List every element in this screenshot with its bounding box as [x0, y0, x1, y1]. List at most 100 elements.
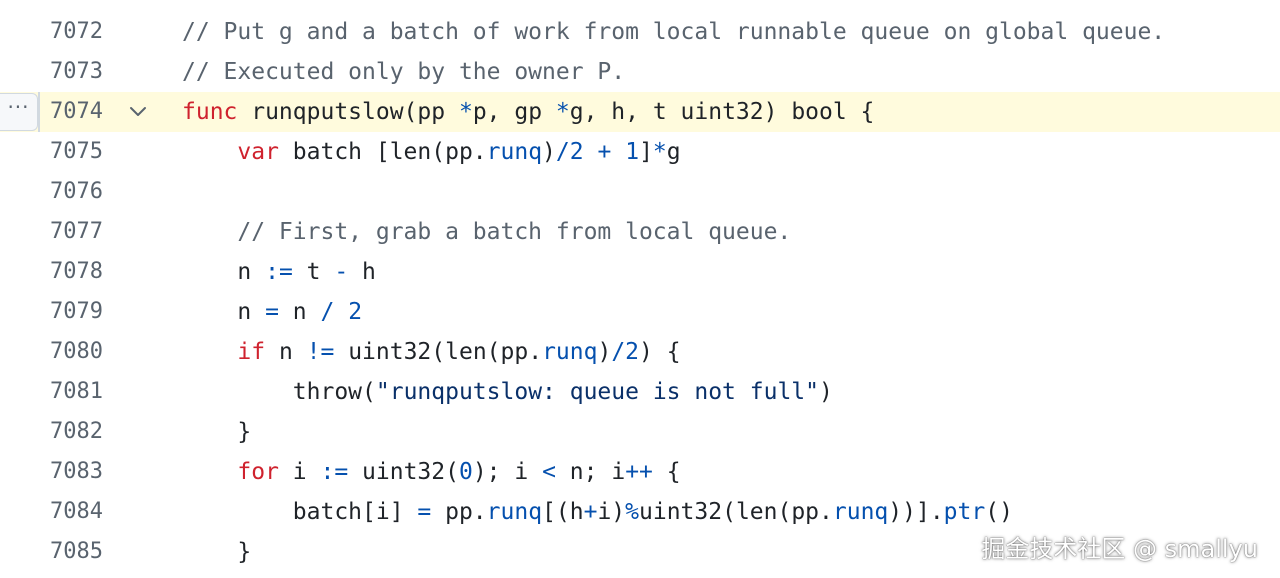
code-token: ) [597, 339, 612, 365]
code-token: * [652, 139, 667, 165]
code-text: // Put g and a batch of work from local … [182, 12, 1165, 52]
code-token: } [182, 419, 252, 445]
line-number[interactable]: 7076 [50, 179, 103, 204]
code-text: if n != uint32(len(pp.runq)/2) { [182, 332, 681, 372]
code-text: } [182, 412, 251, 452]
code-token: != [306, 339, 335, 365]
code-token: 2 [625, 339, 640, 365]
code-token: + [597, 139, 612, 165]
code-token: batch[i] [182, 499, 418, 525]
code-token: n [182, 299, 266, 325]
code-token: g, h, t uint32) bool { [569, 99, 875, 125]
code-token: // First, grab a batch from local queue. [237, 219, 792, 245]
code-text: for i := uint32(0); i < n; i++ { [182, 452, 681, 492]
code-token: runq [832, 499, 889, 525]
code-token: runqputslow(pp [237, 99, 459, 125]
code-token: h [348, 259, 376, 285]
code-token: 2 [348, 299, 363, 325]
code-token: batch [len(pp. [278, 139, 487, 165]
code-text: // First, grab a batch from local queue. [182, 212, 791, 252]
code-token: i) [597, 499, 626, 525]
line-number[interactable]: 7082 [50, 419, 103, 444]
line-number[interactable]: 7075 [50, 139, 103, 164]
code-token [584, 139, 598, 165]
code-line: 7079 n = n / 2 [0, 292, 1280, 332]
code-line: 7077 // First, grab a batch from local q… [0, 212, 1280, 252]
line-number[interactable]: 7074 [50, 99, 103, 124]
code-token: n [265, 339, 307, 365]
code-token: ] [639, 139, 653, 165]
code-token: < [542, 459, 556, 485]
code-token: runq [486, 139, 543, 165]
code-token: = [265, 299, 279, 325]
code-line: 7084 batch[i] = pp.runq[(h+i)%uint32(len… [0, 492, 1280, 532]
code-token: runq [486, 499, 543, 525]
code-text: batch[i] = pp.runq[(h+i)%uint32(len(pp.r… [182, 492, 1013, 532]
code-text: throw("runqputslow: queue is not full") [182, 372, 833, 412]
code-text: n := t - h [182, 252, 376, 292]
code-text: // Executed only by the owner P. [182, 52, 625, 92]
code-token: / [555, 139, 570, 165]
code-token: ) [818, 379, 833, 405]
code-token: for [237, 459, 279, 485]
code-token: - [334, 259, 349, 285]
code-token: = [417, 499, 432, 525]
code-text: var batch [len(pp.runq)/2 + 1]*g [182, 132, 681, 172]
code-token: ) { [639, 339, 681, 365]
code-line: 7080 if n != uint32(len(pp.runq)/2) { [0, 332, 1280, 372]
code-token: 0 [458, 459, 473, 485]
code-token: / [320, 299, 335, 325]
code-token [334, 299, 348, 325]
code-token: n; i [555, 459, 626, 485]
code-token: 1 [625, 139, 640, 165]
code-token: * [458, 99, 473, 125]
line-number[interactable]: 7081 [50, 379, 103, 404]
code-token: () [985, 499, 1013, 525]
code-token [182, 219, 237, 245]
line-number[interactable]: 7072 [50, 19, 103, 44]
code-token: uint32(len(pp. [639, 499, 833, 525]
code-token: / [611, 339, 626, 365]
chevron-down-icon[interactable] [128, 102, 148, 122]
code-token: i [278, 459, 321, 485]
line-number[interactable]: 7085 [50, 539, 103, 564]
code-token [182, 139, 237, 165]
code-line: 7081 throw("runqputslow: queue is not fu… [0, 372, 1280, 412]
code-line: 7075 var batch [len(pp.runq)/2 + 1]*g [0, 132, 1280, 172]
gutter-border [38, 92, 40, 132]
code-line: 7078 n := t - h [0, 252, 1280, 292]
code-token [611, 139, 625, 165]
code-token: ++ [625, 459, 653, 485]
line-number[interactable]: 7079 [50, 299, 103, 324]
code-token: g [666, 139, 681, 165]
code-line: 7083 for i := uint32(0); i < n; i++ { [0, 452, 1280, 492]
code-token: ) [542, 139, 556, 165]
code-token: { [652, 459, 681, 485]
code-token [182, 339, 237, 365]
line-number-partial: 7071 [50, 0, 103, 10]
line-number[interactable]: 7080 [50, 339, 103, 364]
code-line: 7076 [0, 172, 1280, 212]
code-token: := [265, 259, 293, 285]
code-text: n = n / 2 [182, 292, 362, 332]
line-number[interactable]: 7084 [50, 499, 103, 524]
line-number[interactable]: 7073 [50, 59, 103, 84]
line-number[interactable]: 7078 [50, 259, 103, 284]
code-token: n [182, 259, 266, 285]
code-token: func [182, 99, 238, 125]
line-number[interactable]: 7083 [50, 459, 103, 484]
code-line: 7073 // Executed only by the owner P. [0, 52, 1280, 92]
code-token: var [237, 139, 279, 165]
more-icon: ··· [7, 95, 30, 119]
line-number[interactable]: 7077 [50, 219, 103, 244]
code-token: + [583, 499, 598, 525]
code-token: } [182, 539, 252, 565]
code-token: uint32( [348, 459, 459, 485]
code-token: // Executed only by the owner P. [182, 59, 626, 85]
code-token: // Put g and a batch of work from local … [182, 19, 1166, 45]
code-token: % [625, 499, 640, 525]
code-token: 2 [569, 139, 584, 165]
line-actions-button[interactable]: ··· [0, 93, 38, 131]
code-token: throw( [182, 379, 376, 405]
